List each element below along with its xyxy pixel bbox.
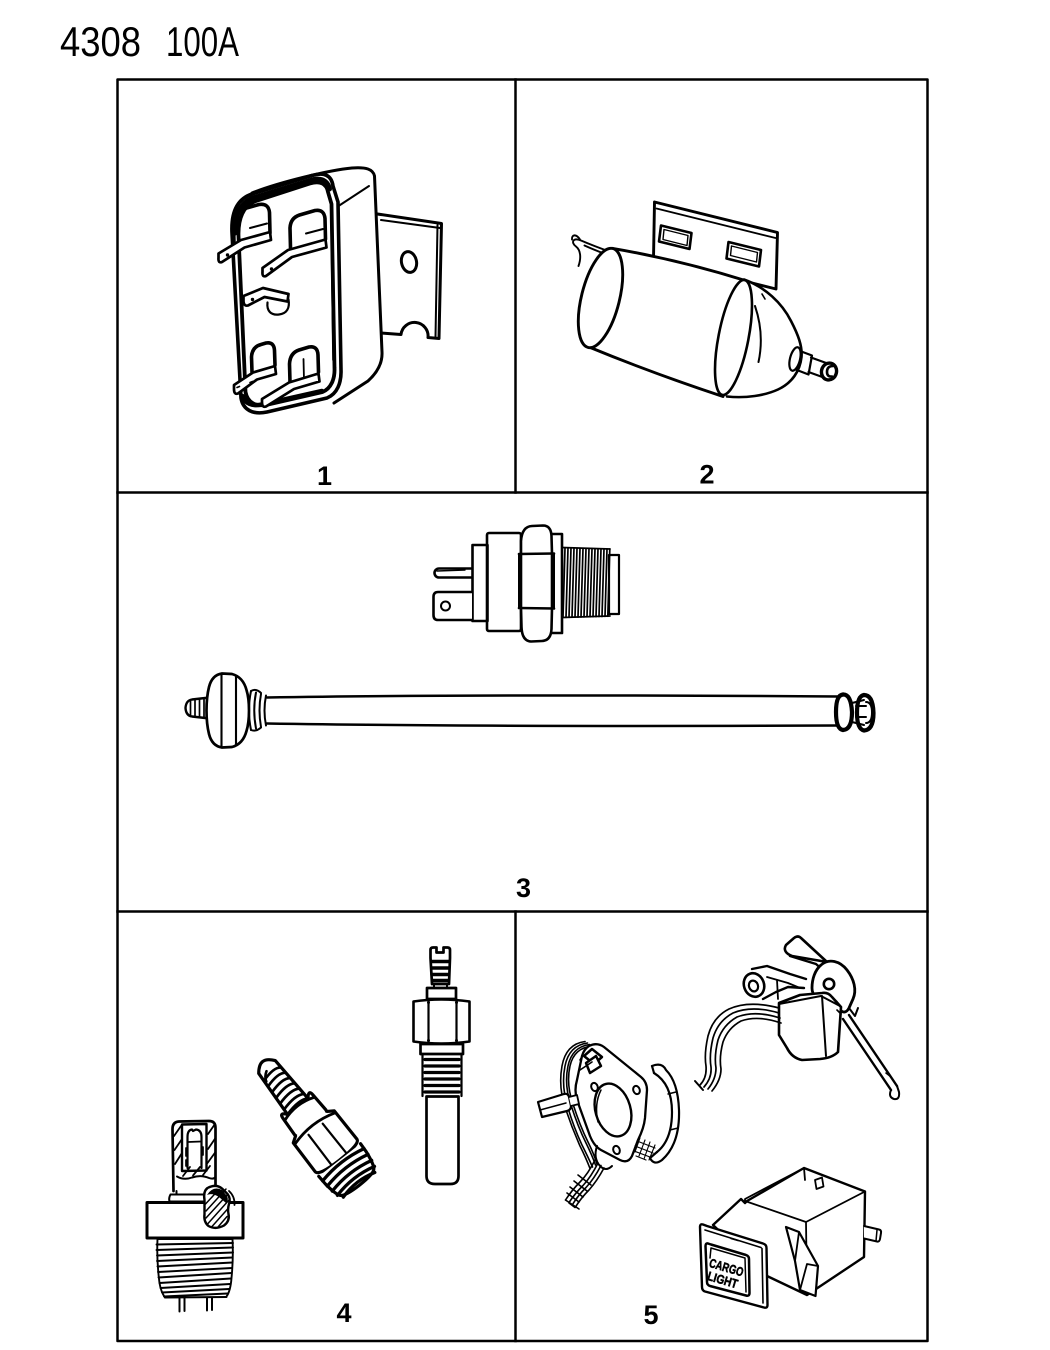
svg-text:100A: 100A bbox=[166, 18, 239, 65]
svg-text:1: 1 bbox=[317, 461, 332, 491]
svg-text:2: 2 bbox=[699, 460, 714, 490]
svg-text:3: 3 bbox=[516, 873, 531, 903]
svg-text:4: 4 bbox=[336, 1298, 351, 1328]
svg-text:4308: 4308 bbox=[60, 18, 141, 65]
svg-text:5: 5 bbox=[643, 1300, 658, 1330]
